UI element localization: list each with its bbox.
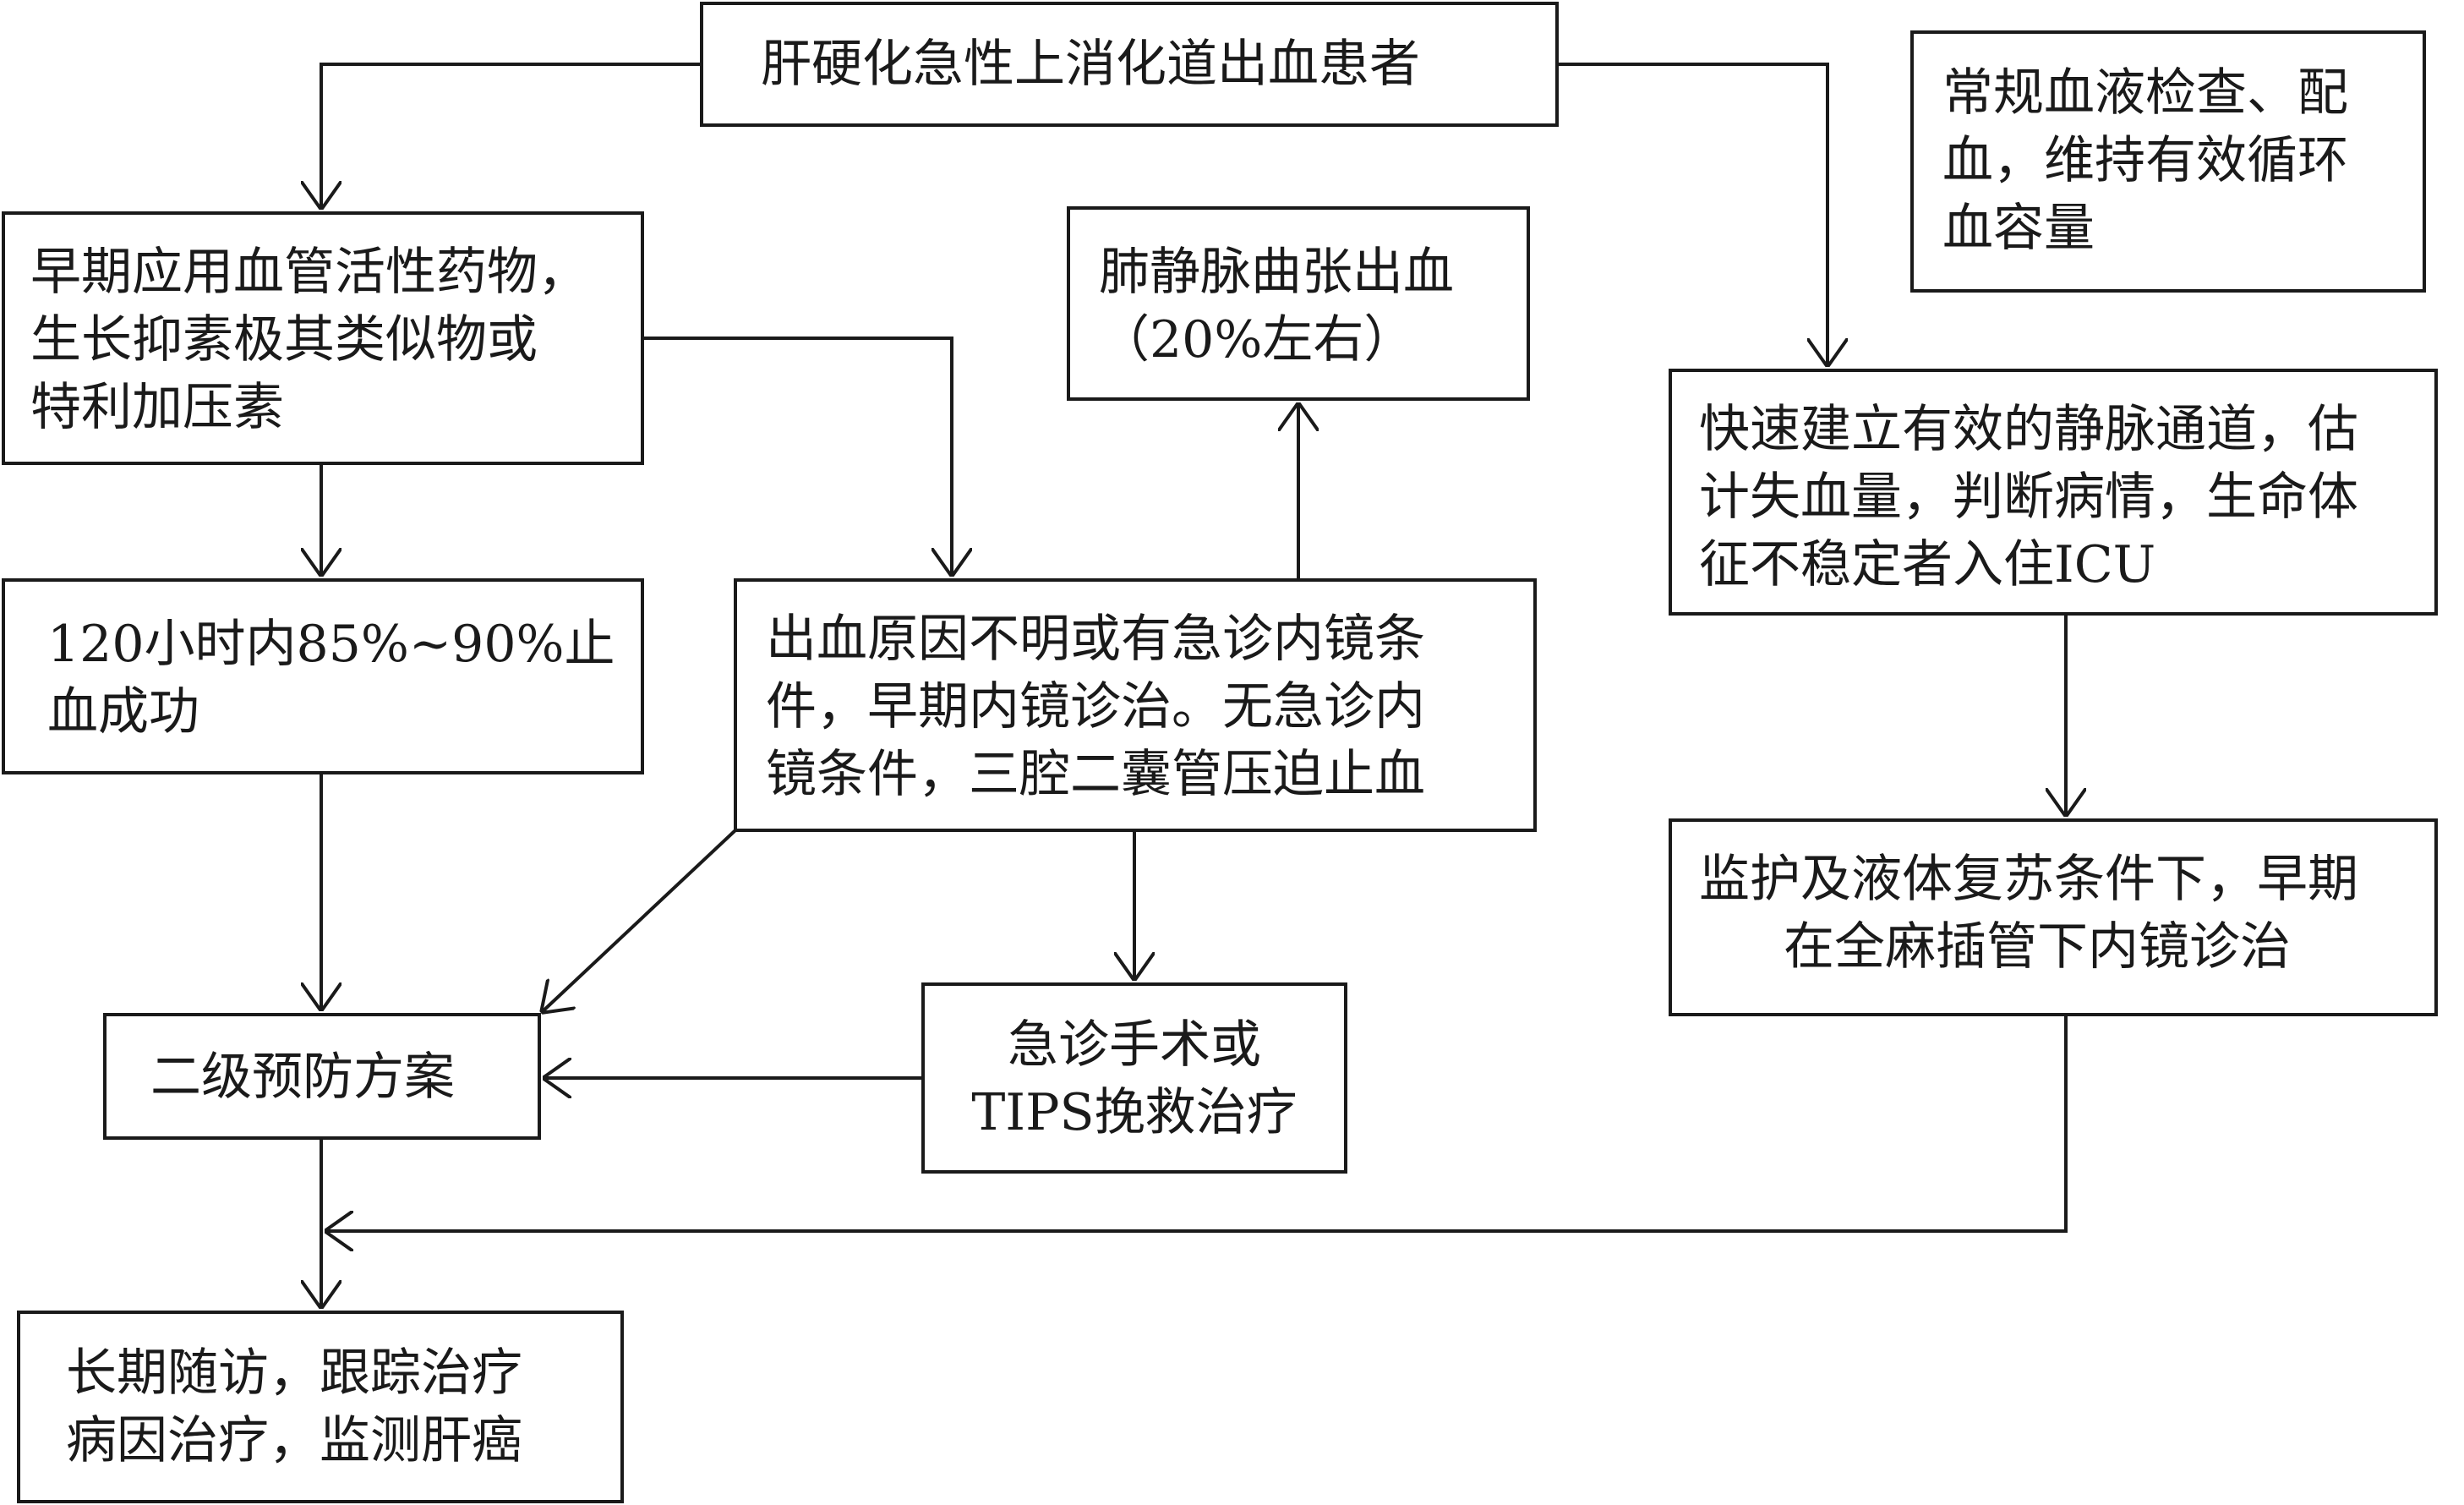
edge-vasoactive-to-endoscopy — [642, 337, 952, 577]
text-line: 肝硬化急性上消化道出血患者 — [761, 35, 1420, 94]
text-line: 肺静脉曲张出血 — [1099, 243, 1454, 302]
text-line: 件，早期内镜诊治。无急诊内 — [766, 677, 1425, 736]
text-line: 在全麻插管下内镜诊治 — [1784, 917, 2291, 977]
box-vasoactive — [2, 211, 644, 465]
text-line: 征不稳定者入住ICU — [1699, 535, 2156, 594]
text-line: 生长抑素极其类似物或 — [30, 310, 538, 369]
node-followup-text: 长期随访，跟踪治疗 病因治疗，监测肝癌 — [66, 1339, 522, 1475]
edge-patient-to-iv-access — [1557, 63, 1828, 367]
edge-patient-to-vasoactive — [321, 63, 702, 210]
text-line: 血，维持有效循环 — [1942, 131, 2348, 190]
text-line: 特利加压素 — [30, 378, 284, 437]
node-patient-text: 肝硬化急性上消化道出血患者 — [761, 30, 1420, 98]
box-hemostasis — [2, 578, 644, 774]
edge-endoscopy-to-secondary — [541, 829, 737, 1013]
node-monitor-text: 监护及液体复苏条件下，早期 在全麻插管下内镜诊治 — [1699, 846, 2358, 981]
node-iv-access-text: 快速建立有效的静脉通道，估 计失血量，判断病情，生命体 征不稳定者入住ICU — [1699, 396, 2358, 599]
text-line: 监护及液体复苏条件下，早期 — [1699, 850, 2358, 909]
text-line: 120小时内85%~90%止 — [47, 615, 615, 674]
box-monitor — [1669, 818, 2438, 1016]
text-line: 计失血量，判断病情，生命体 — [1699, 468, 2358, 527]
node-secondary-text: 二级预防方案 — [150, 1043, 455, 1111]
node-vasoactive-text: 早期应用血管活性药物， 生长抑素极其类似物或 特利加压素 — [30, 238, 588, 441]
text-line: 病因治疗，监测肝癌 — [66, 1411, 522, 1470]
box-patient — [700, 2, 1559, 127]
box-iv-access — [1669, 369, 2438, 616]
node-varix-text: 肺静脉曲张出血 （20%左右） — [1099, 238, 1454, 374]
node-hemostasis-text: 120小时内85%~90%止 血成功 — [47, 610, 615, 746]
box-varix — [1067, 206, 1530, 401]
text-line: 快速建立有效的静脉通道，估 — [1699, 400, 2358, 459]
text-line: 出血原因不明或有急诊内镜条 — [766, 610, 1425, 669]
text-line: 血成功 — [47, 682, 199, 742]
text-line: 急诊手术或 — [1008, 1015, 1261, 1075]
box-surgery — [921, 982, 1347, 1174]
text-line: 早期应用血管活性药物， — [30, 243, 588, 302]
node-routine-text: 常规血液检查、配 血，维持有效循环 血容量 — [1942, 59, 2348, 262]
edge-monitor-to-followup — [325, 1015, 2068, 1231]
node-endoscopy-text: 出血原因不明或有急诊内镜条 件，早期内镜诊治。无急诊内 镜条件，三腔二囊管压迫止… — [766, 605, 1425, 808]
box-routine — [1910, 30, 2426, 293]
box-followup — [17, 1311, 624, 1503]
text-line: 镜条件，三腔二囊管压迫止血 — [766, 745, 1425, 804]
text-line: 常规血液检查、配 — [1942, 63, 2348, 123]
text-line: 血容量 — [1942, 199, 2095, 258]
text-line: 长期随访，跟踪治疗 — [66, 1344, 522, 1403]
text-line: TIPS挽救治疗 — [971, 1083, 1298, 1142]
text-line: 二级预防方案 — [150, 1048, 455, 1107]
node-surgery-text: 急诊手术或 TIPS挽救治疗 — [953, 1011, 1315, 1147]
text-line: （20%左右） — [1099, 310, 1415, 369]
